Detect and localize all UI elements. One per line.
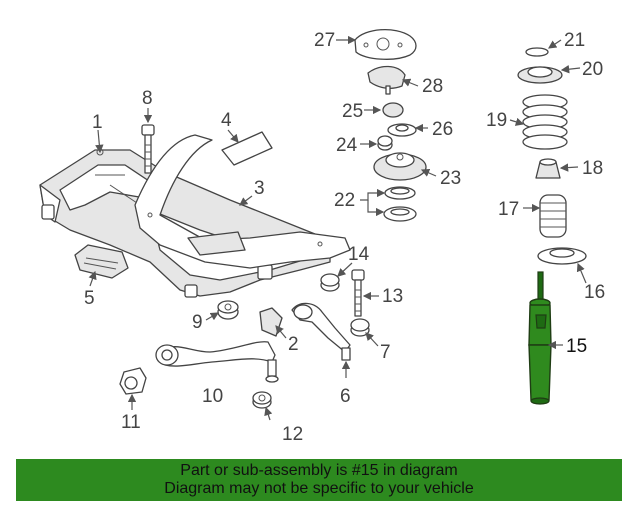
callout-15: 15 bbox=[566, 336, 587, 357]
spring-seat-part-20 bbox=[517, 66, 563, 84]
spring-pad-part-16 bbox=[537, 247, 587, 265]
bump-stop-part-25 bbox=[382, 102, 404, 118]
leader-lines bbox=[88, 35, 587, 421]
callout-3: 3 bbox=[254, 178, 265, 199]
dust-boot-part-17 bbox=[539, 194, 567, 238]
mount-part-28 bbox=[367, 65, 406, 95]
callout-labels: 1 2 3 4 5 6 7 8 9 10 11 12 13 14 15 16 1… bbox=[84, 30, 605, 445]
control-arm-part-10 bbox=[155, 341, 279, 383]
callout-12: 12 bbox=[282, 424, 303, 445]
callout-18: 18 bbox=[582, 158, 603, 179]
callout-6: 6 bbox=[340, 386, 351, 407]
bushing-part-2 bbox=[259, 307, 283, 337]
top-mount-plate-part-27 bbox=[354, 29, 417, 60]
bolt-part-13 bbox=[351, 269, 365, 317]
callout-26: 26 bbox=[432, 119, 453, 140]
callout-17: 17 bbox=[498, 199, 519, 220]
callout-25: 25 bbox=[342, 101, 363, 122]
strut-arm-part-6 bbox=[291, 302, 351, 361]
nut-part-14 bbox=[320, 273, 340, 292]
shock-absorber-part-15 bbox=[528, 271, 552, 405]
callout-22: 22 bbox=[334, 190, 355, 211]
subframe-part bbox=[39, 148, 331, 298]
callout-13: 13 bbox=[382, 286, 403, 307]
nut-part-24 bbox=[377, 135, 393, 151]
strut-mount-part-23 bbox=[373, 152, 427, 181]
banner-line-2: Diagram may not be specific to your vehi… bbox=[164, 480, 474, 497]
callout-16: 16 bbox=[584, 282, 605, 303]
callout-27: 27 bbox=[314, 30, 335, 51]
parts-diagram: 1 2 3 4 5 6 7 8 9 10 11 12 13 14 15 16 1… bbox=[39, 29, 605, 445]
bolt-part-8 bbox=[141, 124, 155, 174]
washer-part-26 bbox=[387, 123, 417, 137]
callout-8: 8 bbox=[142, 88, 153, 109]
callout-21: 21 bbox=[564, 30, 585, 51]
callout-11: 11 bbox=[121, 412, 141, 433]
callout-7: 7 bbox=[380, 342, 391, 363]
banner-line-1: Part or sub-assembly is #15 in diagram bbox=[180, 462, 458, 479]
plate-part bbox=[221, 131, 273, 166]
callout-1: 1 bbox=[92, 112, 103, 133]
callout-24: 24 bbox=[336, 135, 358, 156]
shield-part bbox=[74, 244, 129, 279]
bushing-part-11 bbox=[119, 367, 147, 395]
callout-4: 4 bbox=[221, 110, 232, 131]
washer-part-21 bbox=[525, 47, 549, 57]
callout-20: 20 bbox=[582, 59, 603, 80]
callout-14: 14 bbox=[348, 244, 370, 265]
info-banner: Part or sub-assembly is #15 in diagram D… bbox=[16, 459, 622, 501]
callout-28: 28 bbox=[422, 76, 443, 97]
bump-stop-part-18 bbox=[535, 158, 561, 179]
callout-23: 23 bbox=[440, 168, 461, 189]
callout-10: 10 bbox=[202, 386, 223, 407]
callout-9: 9 bbox=[192, 312, 203, 333]
callout-19: 19 bbox=[486, 110, 507, 131]
callout-5: 5 bbox=[84, 288, 95, 309]
nut-part-9 bbox=[217, 300, 239, 320]
nut-part-12 bbox=[252, 391, 272, 409]
coil-spring-part-19 bbox=[522, 94, 568, 150]
bearing-part-22 bbox=[383, 186, 417, 222]
brace-part bbox=[134, 134, 351, 269]
callout-2: 2 bbox=[288, 334, 299, 355]
nut-part-7 bbox=[350, 318, 370, 337]
